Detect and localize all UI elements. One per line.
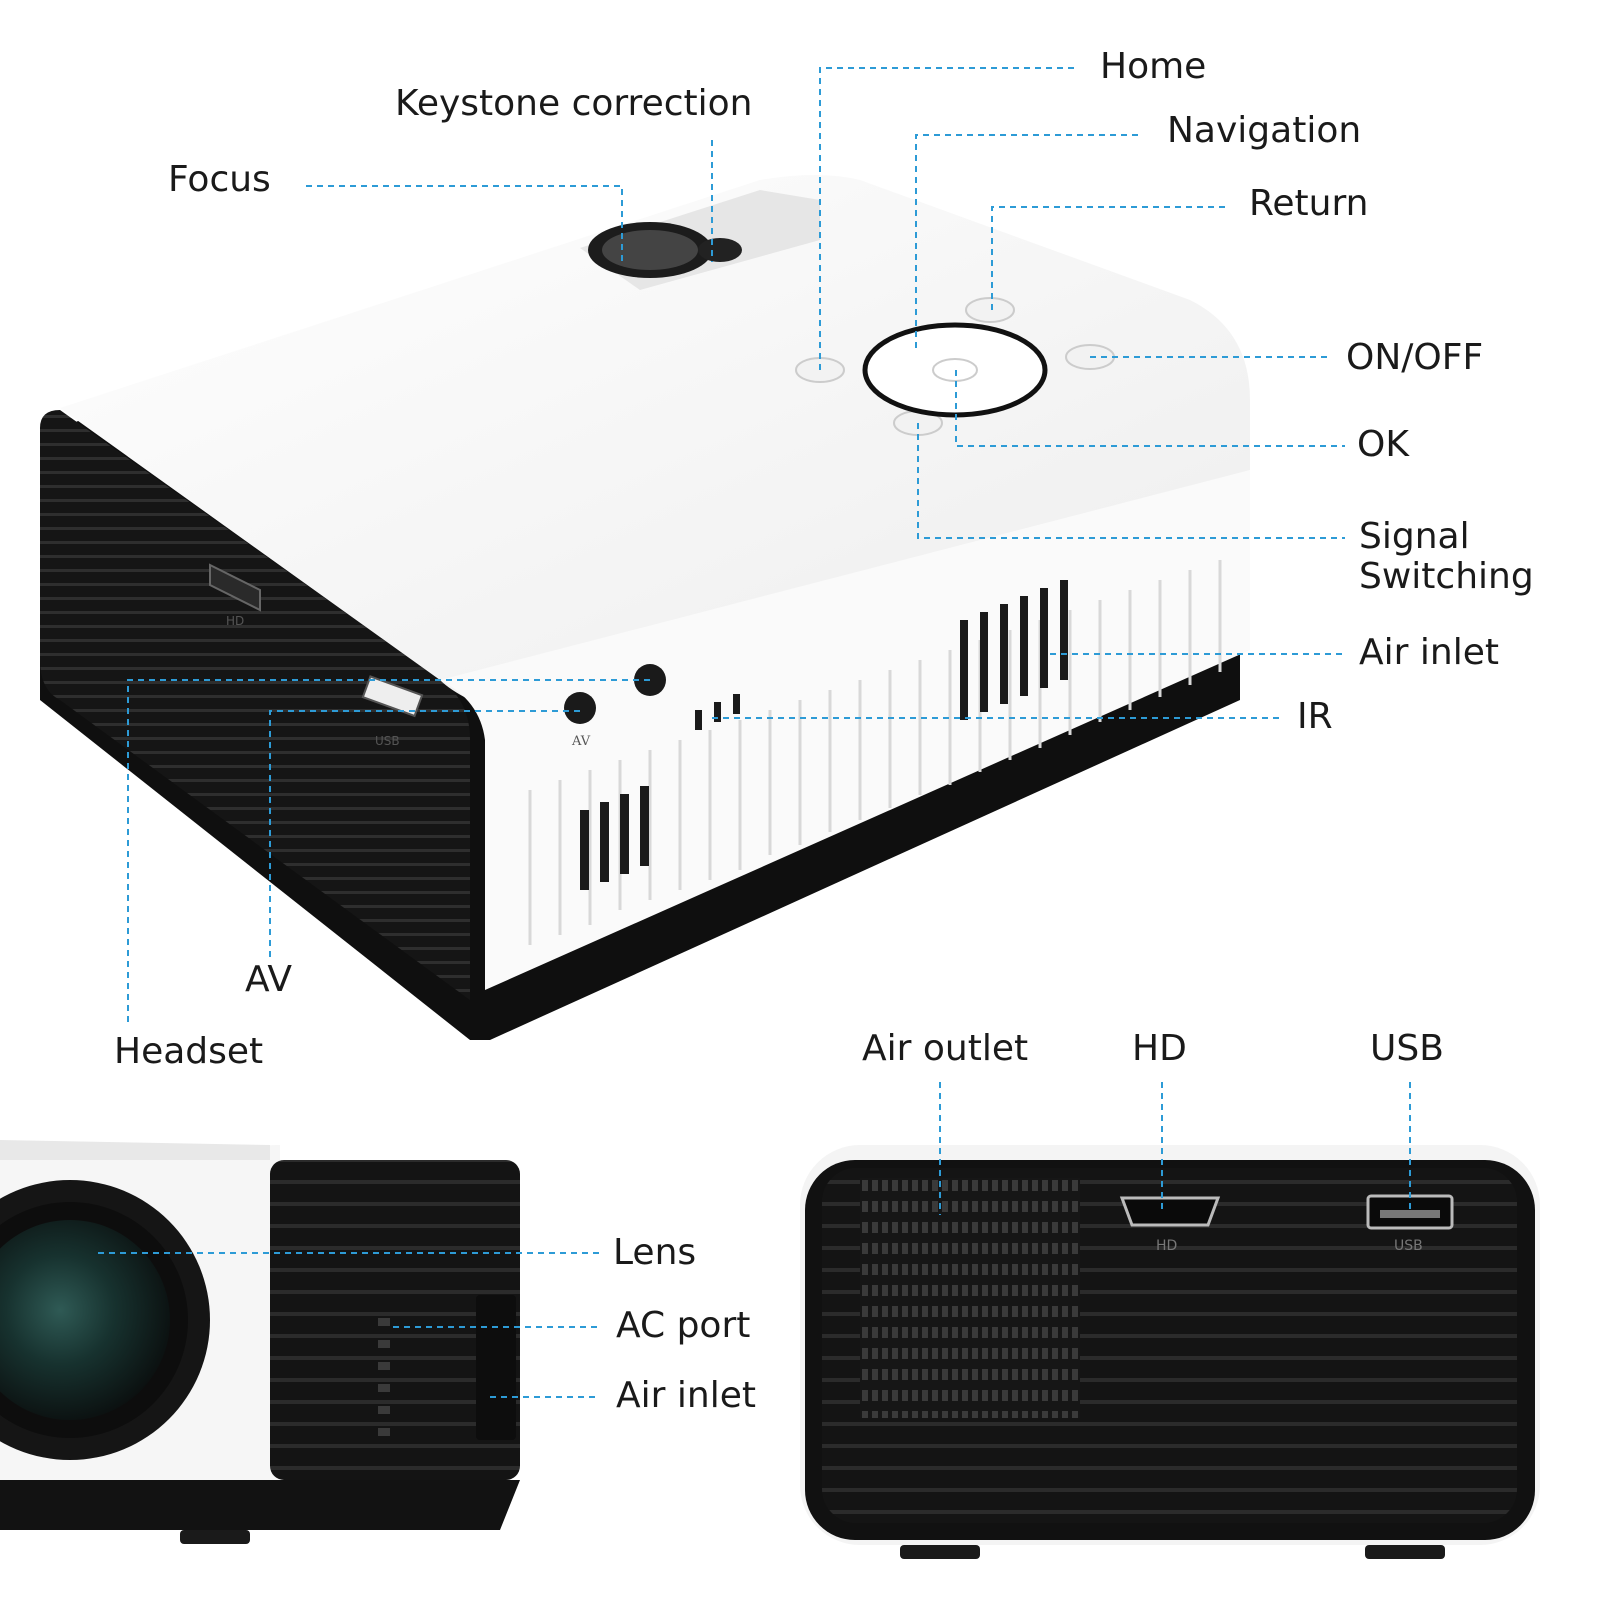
top-view-projector: HD USB AV	[40, 175, 1250, 1040]
label-focus: Focus	[168, 159, 271, 200]
front-view-projector	[0, 1140, 520, 1544]
top-panel	[60, 175, 1250, 700]
label-air-outlet: Air outlet	[862, 1028, 1029, 1069]
label-air-inlet-front: Air inlet	[616, 1375, 756, 1416]
label-keystone-correction: Keystone correction	[395, 83, 753, 124]
label-signal-switching: Signal Switching	[1359, 517, 1534, 597]
label-signal-line2: Switching	[1359, 556, 1534, 597]
usb-port-mark: USB	[375, 734, 400, 748]
label-navigation: Navigation	[1167, 110, 1362, 151]
rear-hd-port: HD	[1119, 1196, 1221, 1254]
label-ir: IR	[1297, 696, 1333, 737]
label-usb: USB	[1370, 1028, 1444, 1069]
front-air-inlet	[378, 1318, 390, 1436]
air-inlet-slits	[580, 580, 1068, 890]
rear-hd-mark: HD	[1156, 1238, 1177, 1254]
label-hd: HD	[1132, 1028, 1187, 1069]
label-home: Home	[1100, 46, 1207, 87]
av-jack	[564, 692, 596, 724]
back-view-projector: HD USB	[800, 1145, 1540, 1559]
return-button[interactable]	[965, 297, 1015, 323]
hd-port-mark: HD	[226, 614, 244, 628]
ir-window	[695, 694, 740, 730]
av-jack-mark: AV	[571, 734, 591, 749]
front-side-grill	[270, 1160, 520, 1480]
rear-usb-mark: USB	[1394, 1238, 1423, 1254]
left-side-grill	[40, 410, 470, 1000]
label-ac-port: AC port	[616, 1305, 751, 1346]
label-av: AV	[245, 959, 292, 1000]
rear-usb-port: USB	[1366, 1194, 1454, 1254]
label-signal-line1: Signal	[1359, 516, 1470, 557]
label-ok: OK	[1357, 424, 1409, 465]
focus-keystone-wheels	[580, 190, 820, 290]
hd-port	[209, 563, 261, 612]
label-air-inlet-top: Air inlet	[1359, 632, 1499, 673]
label-return: Return	[1249, 183, 1369, 224]
label-on-off: ON/OFF	[1346, 337, 1484, 378]
leader-lines	[98, 67, 1411, 1398]
label-lens: Lens	[613, 1232, 697, 1273]
label-headset: Headset	[114, 1031, 264, 1072]
side-vent-slats	[528, 560, 1222, 945]
air-outlet-slots	[860, 1178, 1080, 1418]
usb-port	[361, 675, 424, 718]
ac-port	[476, 1295, 516, 1440]
